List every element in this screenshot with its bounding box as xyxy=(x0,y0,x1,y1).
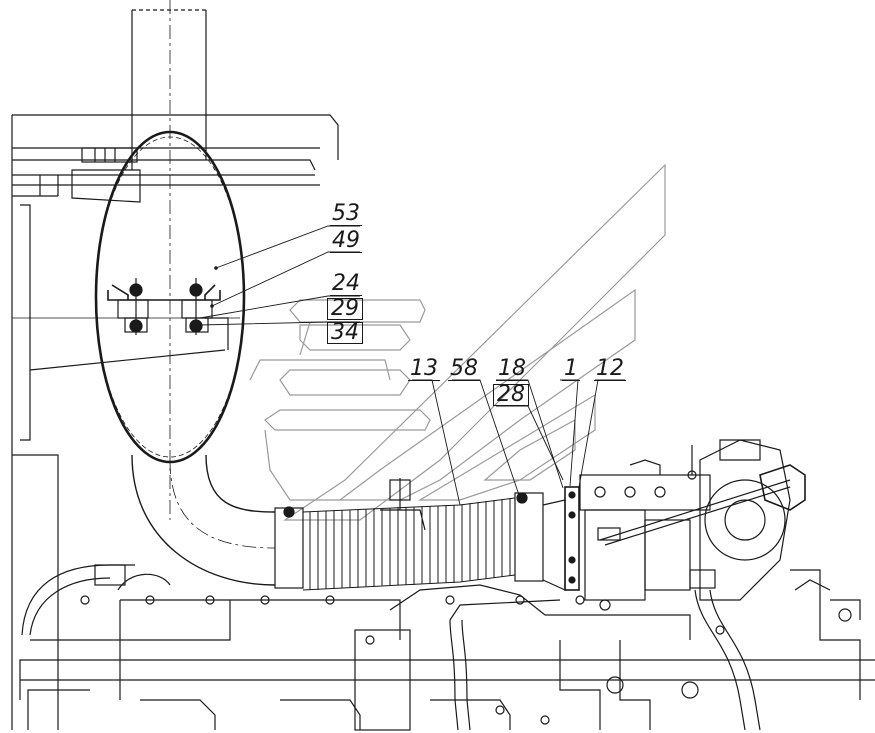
corrugated-hose xyxy=(302,497,516,591)
callout-29: 29 xyxy=(327,298,363,320)
callout-24: 24 xyxy=(330,271,362,296)
callout-34: 34 xyxy=(327,322,363,344)
callout-49: 49 xyxy=(330,228,362,253)
callout-12: 12 xyxy=(594,356,626,381)
watermark-logo xyxy=(249,163,666,521)
callout-28: 28 xyxy=(493,384,529,406)
callout-13: 13 xyxy=(408,356,440,381)
callout-58: 58 xyxy=(448,356,480,381)
callout-53: 53 xyxy=(330,201,362,226)
callout-1: 1 xyxy=(562,356,580,381)
callout-18: 18 xyxy=(496,356,528,381)
